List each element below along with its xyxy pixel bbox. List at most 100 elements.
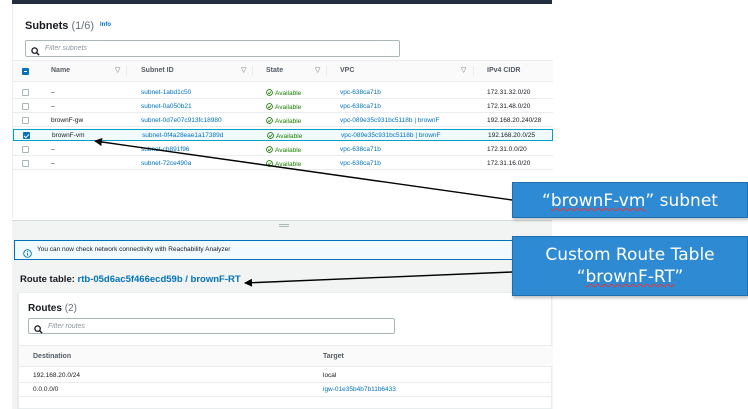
vpc-link[interactable]: vpc-638ca71b [340,103,381,110]
callout-route-line2: “brownF-RT” [513,266,747,288]
col-name[interactable]: Name [51,67,71,74]
sort-icon[interactable]: ▽ [315,67,321,74]
subnets-title: Subnets (1/6) [25,20,94,32]
state-text: Available [276,133,303,140]
state-available: Available [266,160,301,168]
vpc-link[interactable]: vpc-638ca71b [340,89,381,96]
subnet-id-link[interactable]: subnet-cb891f96 [141,146,190,153]
callout-quote-open: “ [576,267,586,287]
console-header-bar [12,0,552,4]
ipv4-cidr: 172.31.16.0/20 [487,160,531,167]
subnet-name: brownF-gw [51,117,84,124]
route-destination: 0.0.0.0/0 [33,386,59,393]
state-available: Available [266,103,301,111]
subnet-id-link[interactable]: subnet-72ce490a [141,160,192,167]
column-divider[interactable] [126,66,127,76]
subnet-name: – [51,160,55,167]
route-table-heading: Route table: rtb-05d6ac5f466ecd59b / bro… [20,274,241,285]
routes-title-text: Routes [28,303,62,314]
subnet-callout: “brownF-vm” subnet [512,182,748,218]
info-link[interactable]: Info [100,22,111,28]
subnet-id-link[interactable]: subnet-1abd1c50 [141,89,192,96]
ipv4-cidr: 192.168.20.240/28 [487,117,542,124]
col-ipv4-cidr[interactable]: IPv4 CIDR [487,67,521,74]
row-checkbox[interactable] [23,132,30,139]
state-available: Available [266,89,301,97]
subnet-id-link[interactable]: subnet-0a050b21 [141,103,192,110]
col-vpc[interactable]: VPC [340,67,355,74]
ipv4-cidr: 172.31.48.0/20 [487,103,531,110]
table-row[interactable]: – subnet-cb891f96 Available vpc-638ca71b 172… [13,144,553,156]
state-text: Available [275,161,302,168]
callout-quote-close: ” [674,267,684,287]
row-checkbox[interactable] [22,117,29,124]
vpc-link[interactable]: vpc-638ca71b [340,160,381,167]
check-circle-icon [267,132,274,139]
routes-filter[interactable] [28,318,395,334]
subnet-id-link[interactable]: subnet-0d7e07c913fc18980 [141,117,222,124]
sort-icon[interactable]: ▽ [241,67,247,74]
callout-route-name: brownF-RT [585,267,675,287]
route-table-link[interactable]: rtb-05d6ac5f466ecd59b / brownF-RT [77,274,241,285]
subnet-name: brownF-vm [52,132,85,139]
callout-subnet-name: brownF-vm [550,191,646,211]
state-text: Available [275,90,302,97]
callout-subnet-suffix: ” subnet [645,191,718,211]
select-all-checkbox[interactable] [22,68,29,75]
row-checkbox[interactable] [22,160,29,167]
routes-filter-input[interactable] [48,320,378,332]
check-circle-icon [266,117,273,124]
route-table-callout: Custom Route Table “brownF-RT” [512,236,748,296]
subnet-name: – [51,103,55,110]
table-row[interactable]: brownF-vm subnet-0f4a28eae1a17389d Availab… [13,129,553,141]
state-text: Available [275,104,302,111]
table-row[interactable]: – subnet-1abd1c50 Available vpc-638ca71b 172… [13,87,553,99]
route-destination: 192.168.20.0/24 [33,372,80,379]
vpc-link[interactable]: vpc-089e35c931bc5118b | brownF [341,132,441,139]
sort-icon[interactable]: ▽ [115,67,121,74]
table-row[interactable]: – subnet-72ce490a Available vpc-638ca71b 172… [13,158,553,170]
vpc-link[interactable]: vpc-089e35c931bc5118b | brownF [340,117,440,124]
table-row[interactable]: brownF-gw subnet-0d7e07c913fc18980 Availab… [13,115,553,127]
resize-grip-icon[interactable] [279,224,289,227]
subnet-name: – [51,146,55,153]
row-checkbox[interactable] [22,89,29,96]
subnets-panel: Subnets (1/6) Info Name ▽ Subnet ID ▽ St… [12,4,553,218]
sort-icon[interactable]: ▽ [461,67,467,74]
search-icon [31,43,40,61]
row-checkbox[interactable] [22,103,29,110]
column-divider[interactable] [326,66,327,76]
vpc-link[interactable]: vpc-638ca71b [340,146,381,153]
check-circle-icon [266,146,273,153]
routes-title: Routes (2) [28,303,77,314]
row-checkbox[interactable] [22,146,29,153]
ipv4-cidr: 172.31.0.0/20 [487,146,527,153]
notice-text: You can now check network connectivity w… [37,246,231,253]
col-destination[interactable]: Destination [33,353,72,360]
state-text: Available [275,147,302,154]
check-circle-icon [266,103,273,110]
col-subnet-id[interactable]: Subnet ID [141,67,174,74]
subnet-filter[interactable] [25,40,400,57]
subnet-name: – [51,89,55,96]
table-row[interactable]: – subnet-0a050b21 Available vpc-638ca71b 172… [13,101,553,113]
routes-table-header: Destination Target [19,345,553,367]
state-available: Available [266,117,301,125]
col-target[interactable]: Target [323,353,344,360]
callout-route-line1: Custom Route Table [545,245,715,265]
info-icon [23,245,32,263]
column-divider[interactable] [473,66,474,76]
subnet-filter-input[interactable] [45,42,385,55]
subnet-id-link[interactable]: subnet-0f4a28eae1a17389d [142,132,224,139]
routes-count: (2) [64,303,77,314]
details-panel: You can now check network connectivity w… [12,229,553,409]
table-row: 0.0.0.0/0 igw-01e35b4b7b11b6433 [19,384,553,397]
panel-resize-divider[interactable] [12,220,552,229]
column-divider[interactable] [252,66,253,76]
ipv4-cidr: 192.168.20.0/25 [488,132,535,139]
ipv4-cidr: 172.31.32.0/20 [487,89,531,96]
route-target[interactable]: igw-01e35b4b7b11b6433 [323,386,396,393]
check-circle-icon [266,160,273,167]
col-state[interactable]: State [266,67,284,74]
